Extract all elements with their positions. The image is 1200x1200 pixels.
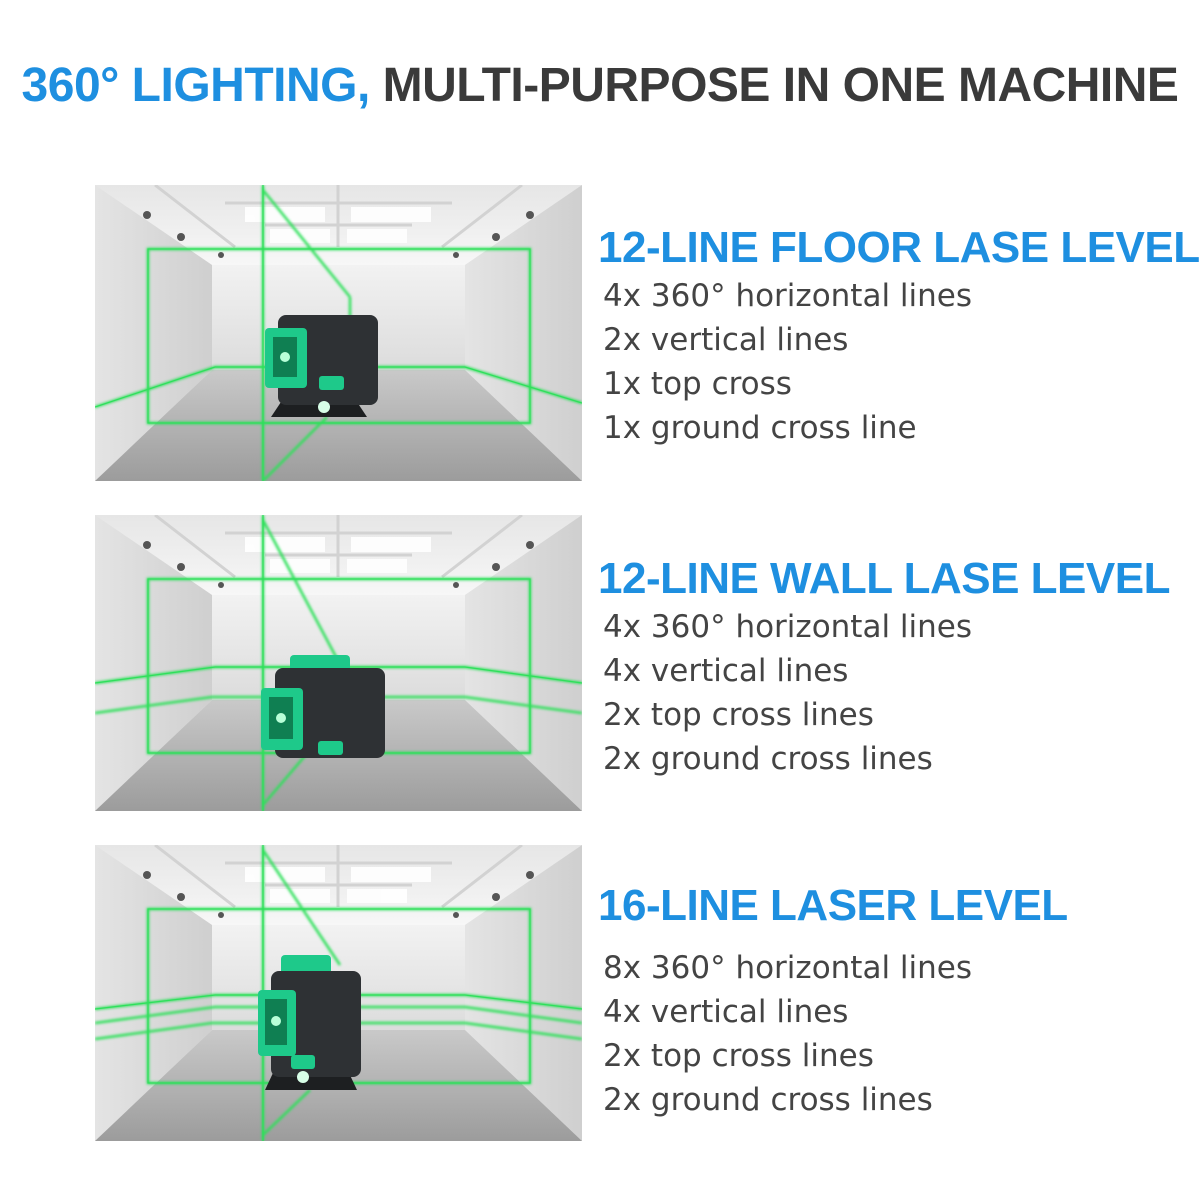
product-spec-floor: 12-LINE FLOOR LASE LEVEL 4x 360° horizon… <box>598 222 1200 450</box>
feature-list: 8x 360° horizontal lines 4x vertical lin… <box>598 946 1068 1122</box>
headline-accent: 360° LIGHTING, <box>21 59 371 112</box>
feature-item: 1x top cross <box>603 366 792 402</box>
feature-item: 8x 360° horizontal lines <box>603 950 973 986</box>
wall-laser-image <box>95 515 582 811</box>
headline-main: MULTI-PURPOSE IN ONE MACHINE <box>382 59 1179 112</box>
16-line-laser-image <box>95 845 582 1141</box>
feature-item: 2x vertical lines <box>603 322 849 358</box>
product-title: 16-LINE LASER LEVEL <box>598 881 1068 930</box>
feature-item: 4x vertical lines <box>603 994 849 1030</box>
feature-item: 2x top cross lines <box>603 1038 874 1074</box>
feature-list: 4x 360° horizontal lines 2x vertical lin… <box>598 274 1200 450</box>
feature-item: 2x ground cross lines <box>603 1082 933 1118</box>
laser-device <box>265 315 378 417</box>
feature-item: 4x vertical lines <box>603 653 849 689</box>
product-spec-wall: 12-LINE WALL LASE LEVEL 4x 360° horizont… <box>598 553 1170 781</box>
feature-item: 2x ground cross lines <box>603 741 933 777</box>
feature-item: 4x 360° horizontal lines <box>603 609 973 645</box>
product-spec-16-line: 16-LINE LASER LEVEL 8x 360° horizontal l… <box>598 880 1068 1122</box>
product-title: 12-LINE WALL LASE LEVEL <box>598 554 1170 603</box>
feature-item: 4x 360° horizontal lines <box>603 278 973 314</box>
feature-list: 4x 360° horizontal lines 4x vertical lin… <box>598 605 1170 781</box>
laser-device <box>258 955 361 1090</box>
page-headline: 360° LIGHTING, MULTI-PURPOSE IN ONE MACH… <box>0 58 1200 113</box>
feature-item: 1x ground cross line <box>603 410 917 446</box>
laser-device <box>261 655 385 758</box>
product-title: 12-LINE FLOOR LASE LEVEL <box>598 223 1200 272</box>
feature-item: 2x top cross lines <box>603 697 874 733</box>
floor-laser-image <box>95 185 582 481</box>
